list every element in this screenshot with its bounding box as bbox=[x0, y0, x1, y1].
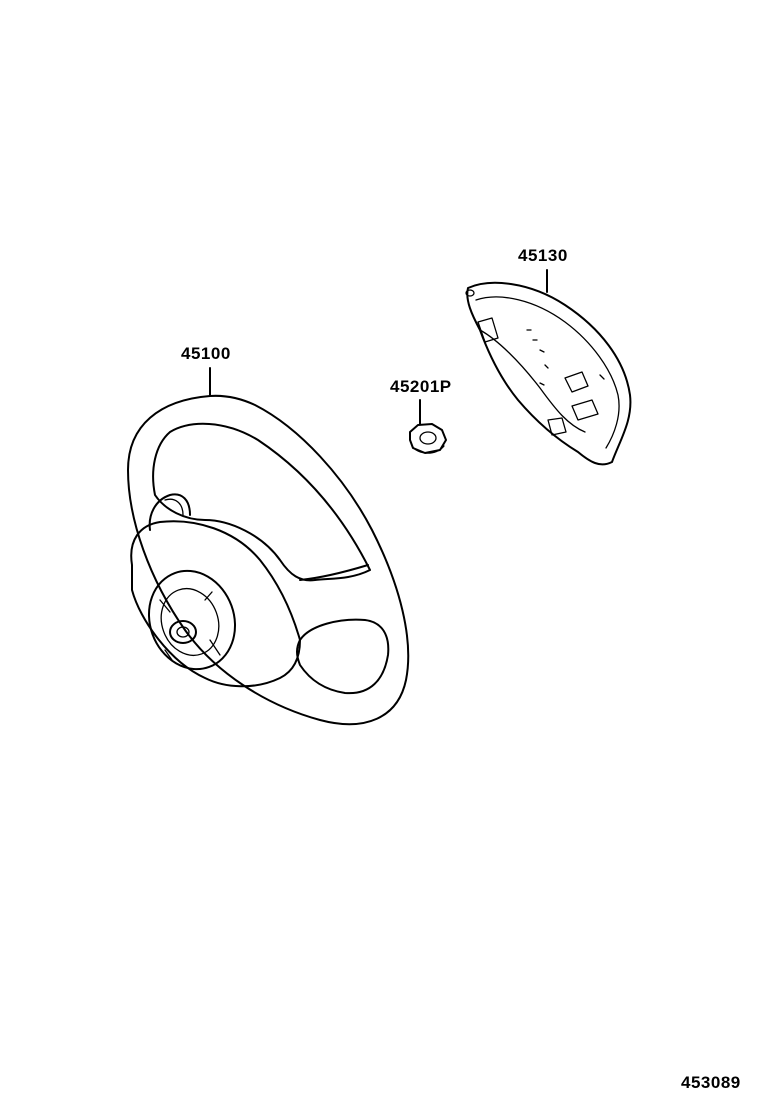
wheel-inner-rim-lower bbox=[296, 618, 390, 695]
part-label-nut: 45201P bbox=[390, 377, 452, 396]
illustration-code: 453089 bbox=[681, 1073, 741, 1092]
horn-pad-clip bbox=[547, 417, 567, 436]
horn-pad-connector bbox=[564, 371, 589, 393]
nut-body bbox=[409, 423, 447, 454]
horn-pad-drawing bbox=[465, 281, 632, 466]
steering-wheel-drawing bbox=[127, 394, 410, 726]
wheel-hub-detail bbox=[159, 591, 221, 661]
horn-pad-bracket bbox=[477, 317, 499, 343]
wheel-boss-inner bbox=[160, 587, 220, 657]
wheel-boss-plate bbox=[147, 569, 237, 671]
nut-drawing bbox=[409, 423, 447, 454]
wheel-left-spoke bbox=[148, 493, 191, 531]
horn-pad-inner-edge bbox=[475, 296, 620, 449]
horn-pad-details bbox=[526, 329, 605, 386]
wheel-right-spoke bbox=[299, 564, 369, 581]
horn-pad-outer bbox=[466, 281, 632, 466]
wheel-center-hole bbox=[176, 626, 190, 638]
nut-flange bbox=[411, 445, 445, 454]
wheel-left-spoke-detail bbox=[164, 498, 184, 516]
wheel-outer-rim bbox=[127, 394, 410, 726]
horn-pad-back-frame bbox=[479, 329, 586, 433]
part-label-steering-wheel: 45100 bbox=[181, 344, 231, 363]
horn-pad-screw bbox=[465, 289, 475, 297]
wheel-inner-rim-upper bbox=[152, 422, 371, 582]
horn-pad-clip-2 bbox=[571, 399, 599, 421]
part-label-horn-pad: 45130 bbox=[518, 246, 568, 265]
wheel-center-nut bbox=[169, 620, 197, 644]
wheel-hub-outline bbox=[130, 520, 301, 688]
nut-hole bbox=[419, 431, 437, 445]
